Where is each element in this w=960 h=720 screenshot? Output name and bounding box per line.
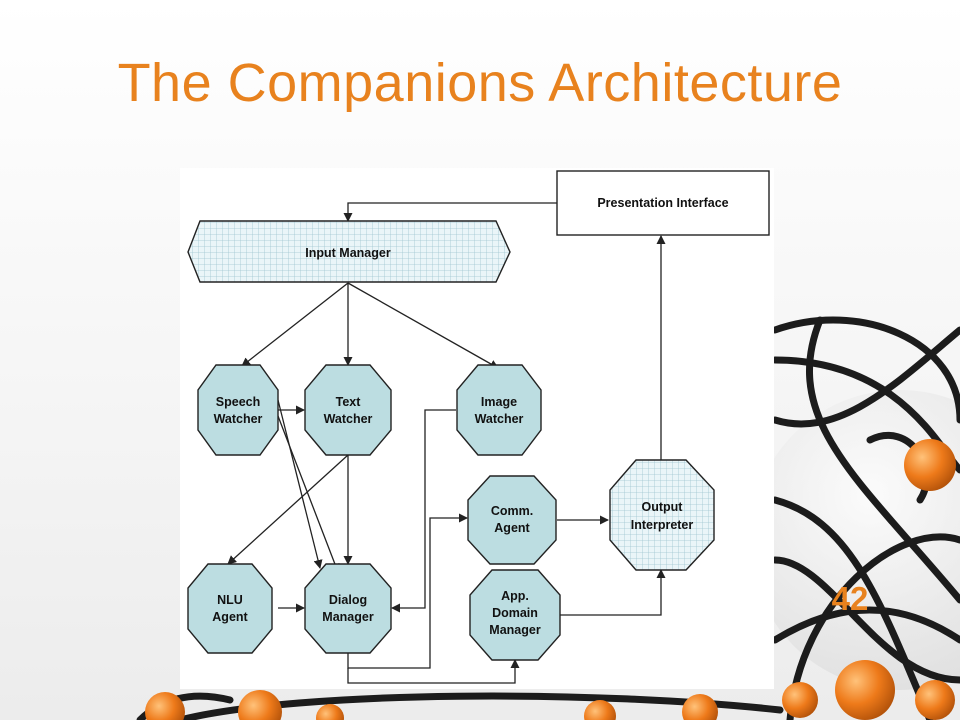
slide-title: The Companions Architecture [117,53,843,113]
nlu-agent-label-1: NLU [217,593,243,607]
speech-watcher-label-2: Watcher [214,412,263,426]
output-interpreter-node: Output Interpreter [609,459,715,571]
nlu-agent-node: NLU Agent [187,563,273,654]
arrow-presentation-to-input [343,202,557,222]
speech-watcher-node: Speech Watcher [197,364,279,456]
arrow-input-to-speech [241,282,349,367]
slide-number: 42 [831,580,869,617]
input-manager-node: Input Manager [187,220,511,283]
orange-balls [145,439,956,720]
comm-agent-label-1: Comm. [491,504,533,518]
speech-watcher-label-1: Speech [216,395,260,409]
arrow-input-to-image [347,282,499,369]
nlu-agent-label-2: Agent [212,610,248,624]
arrow-domain-to-output [560,569,666,616]
arrow-speech-to-dialog-a [277,399,323,569]
app-domain-manager-label-3: Manager [489,623,541,637]
arrow-dialog-to-domain [347,659,520,684]
image-watcher-node: Image Watcher [456,364,542,456]
text-watcher-node: Text Watcher [304,364,392,456]
dialog-manager-node: Dialog Manager [304,563,392,654]
presentation-interface-node: Presentation Interface [556,170,770,236]
presentation-interface-label: Presentation Interface [597,196,728,210]
output-interpreter-label-2: Interpreter [631,518,694,532]
connectors [227,202,666,684]
output-interpreter-label-1: Output [642,500,684,514]
input-manager-label: Input Manager [305,246,391,260]
dialog-manager-label-1: Dialog [329,593,367,607]
architecture-diagram: Presentation Interface Input Manager Spe… [180,168,774,689]
comm-agent-node: Comm. Agent [467,475,557,565]
arrow-text-to-nlu [227,454,349,565]
dialog-manager-label-2: Manager [322,610,374,624]
app-domain-manager-node: App. Domain Manager [469,569,561,661]
text-watcher-label-1: Text [336,395,362,409]
arrow-dialog-to-comm [347,513,468,669]
image-watcher-label-2: Watcher [475,412,524,426]
arrow-speech-to-dialog-b [277,415,340,573]
app-domain-manager-label-1: App. [501,589,529,603]
app-domain-manager-label-2: Domain [492,606,538,620]
text-watcher-label-2: Watcher [324,412,373,426]
image-watcher-label-1: Image [481,395,517,409]
arrow-image-to-dialog [391,409,456,613]
comm-agent-label-2: Agent [494,521,530,535]
